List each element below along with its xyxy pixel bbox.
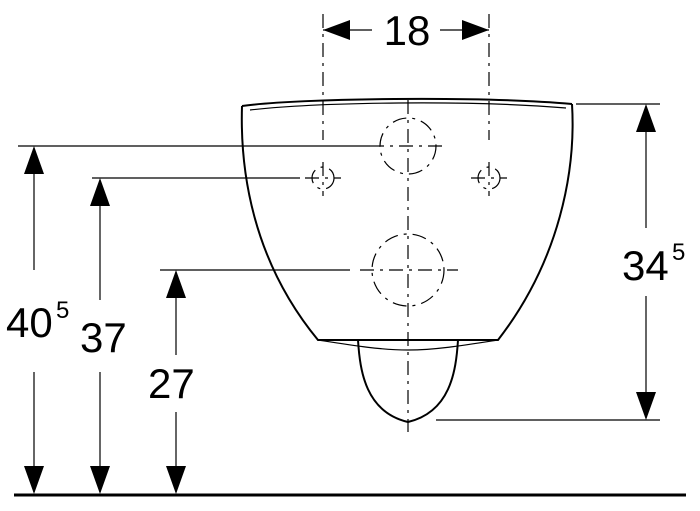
left-fixing-hole [305,162,341,196]
upper-water-inlet-hole [370,117,446,175]
dimension-37-label: 37 [80,314,127,361]
dimension-37: 37 [80,178,127,494]
lower-drain-hole [360,233,458,307]
dimension-40-5-superscript: 5 [56,297,69,324]
dimension-40-5: 40 5 [6,146,69,494]
dimension-34-5-superscript: 5 [672,239,685,266]
dimension-34-5-label: 34 [622,242,669,289]
dimension-34-5: 34 5 [622,104,685,420]
dimension-18-label: 18 [384,7,431,54]
right-fixing-hole [471,162,507,196]
dimension-27: 27 [148,270,195,494]
toilet-outline [240,97,574,424]
dimension-27-label: 27 [148,360,195,407]
dimension-40-5-label: 40 [6,299,53,346]
dimension-18: 18 [322,7,490,140]
